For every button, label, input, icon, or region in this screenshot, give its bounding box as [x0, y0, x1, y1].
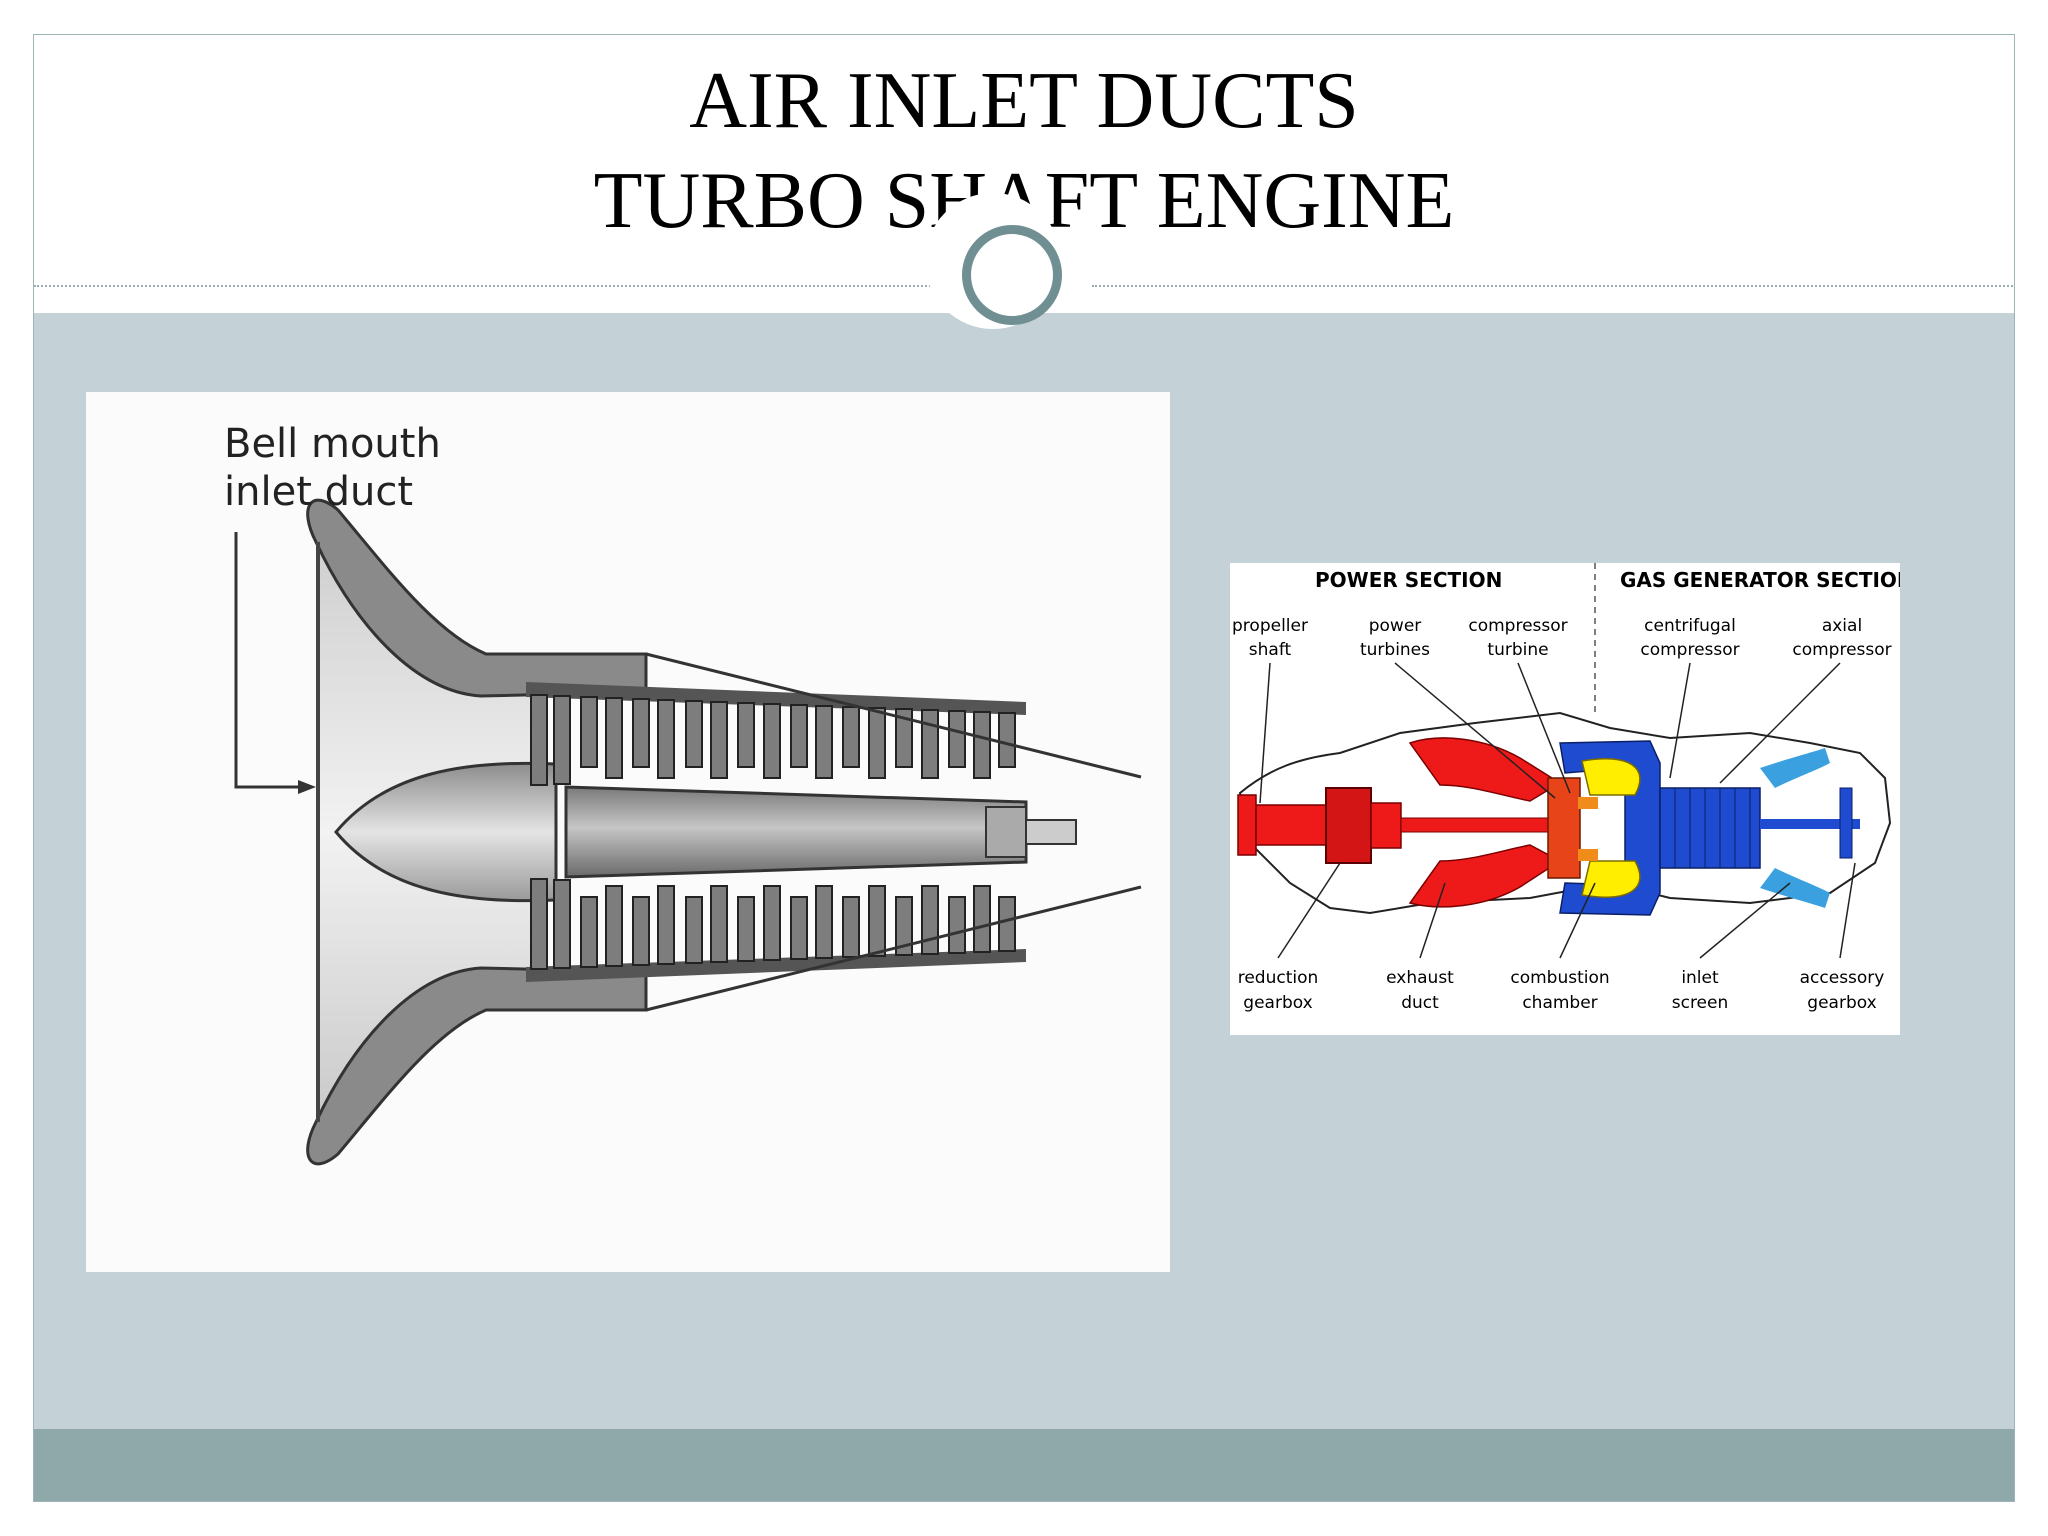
section-gas-generator-label: GAS GENERATOR SECTION: [1620, 568, 1900, 592]
bell-mouth-label-line-2: inlet duct: [224, 469, 413, 515]
label-accessory-line-2: gearbox: [1807, 993, 1876, 1013]
reduction-gear: [1325, 787, 1372, 864]
blades-lower: [530, 878, 1016, 970]
label-power-turbines-line-1: power: [1369, 616, 1422, 636]
title-divider-right: [1092, 285, 2014, 287]
label-reduction-line-1: reduction: [1238, 968, 1319, 988]
turboshaft-drawing: POWER SECTION GAS GENERATOR SECTION prop…: [1232, 563, 1900, 1013]
label-compressor-turbine-line-1: compressor: [1468, 616, 1567, 636]
label-inlet-screen-line-1: inlet: [1681, 968, 1719, 988]
power-shaft: [1400, 817, 1552, 833]
label-centrifugal-line-2: compressor: [1640, 640, 1739, 660]
accessory-shaft: [1760, 819, 1860, 829]
label-combustion-line-1: combustion: [1510, 968, 1609, 988]
casing-top: [526, 682, 1026, 715]
compressor-drum: [564, 785, 1028, 879]
section-power-label: POWER SECTION: [1315, 568, 1502, 592]
bell-mouth-upper-lip: [306, 498, 648, 698]
label-exhaust-line-1: exhaust: [1386, 968, 1454, 988]
label-inlet-screen-line-2: screen: [1672, 993, 1729, 1013]
label-axial-line-2: compressor: [1792, 640, 1891, 660]
combustion-chamber-lower: [1581, 860, 1641, 898]
inlet-duct-lower: [1760, 868, 1830, 908]
power-turbine-disks: [1547, 777, 1581, 879]
label-power-turbines-line-2: turbines: [1360, 640, 1430, 660]
label-propeller-line-2: shaft: [1249, 640, 1292, 660]
label-combustion-line-2: chamber: [1522, 993, 1597, 1013]
bell-mouth-label-line-1: Bell mouth: [224, 421, 441, 467]
casing-bottom: [526, 949, 1026, 982]
bell-mouth-drawing: Bell mouth inlet duct: [224, 421, 1142, 1166]
bell-mouth-lower-lip: [306, 966, 648, 1166]
nose-cone: [334, 761, 558, 903]
turboshaft-diagram: POWER SECTION GAS GENERATOR SECTION prop…: [1230, 563, 1900, 1035]
inlet-duct-upper: [1760, 748, 1830, 788]
label-reduction-line-2: gearbox: [1243, 993, 1312, 1013]
accessory-gearbox: [1839, 787, 1853, 859]
propeller-flange: [1237, 794, 1257, 856]
combustion-chamber-upper: [1581, 758, 1641, 796]
blades-upper: [530, 694, 1016, 786]
bell-mouth-diagram: Bell mouth inlet duct: [86, 392, 1170, 1272]
label-axial-line-1: axial: [1822, 616, 1862, 636]
label-compressor-turbine-line-2: turbine: [1487, 640, 1548, 660]
slide-title-line-1: AIR INLET DUCTS: [689, 57, 1359, 145]
axial-compressor: [1659, 787, 1761, 869]
label-leader-line: [234, 532, 306, 789]
label-exhaust-line-2: duct: [1401, 993, 1439, 1013]
footer-band: [34, 1429, 2014, 1501]
label-centrifugal-line-1: centrifugal: [1644, 616, 1736, 636]
circle-ornament-icon: [962, 225, 1062, 325]
label-propeller-line-1: propeller: [1232, 616, 1308, 636]
label-accessory-line-1: accessory: [1800, 968, 1885, 988]
title-divider-left: [34, 285, 954, 287]
